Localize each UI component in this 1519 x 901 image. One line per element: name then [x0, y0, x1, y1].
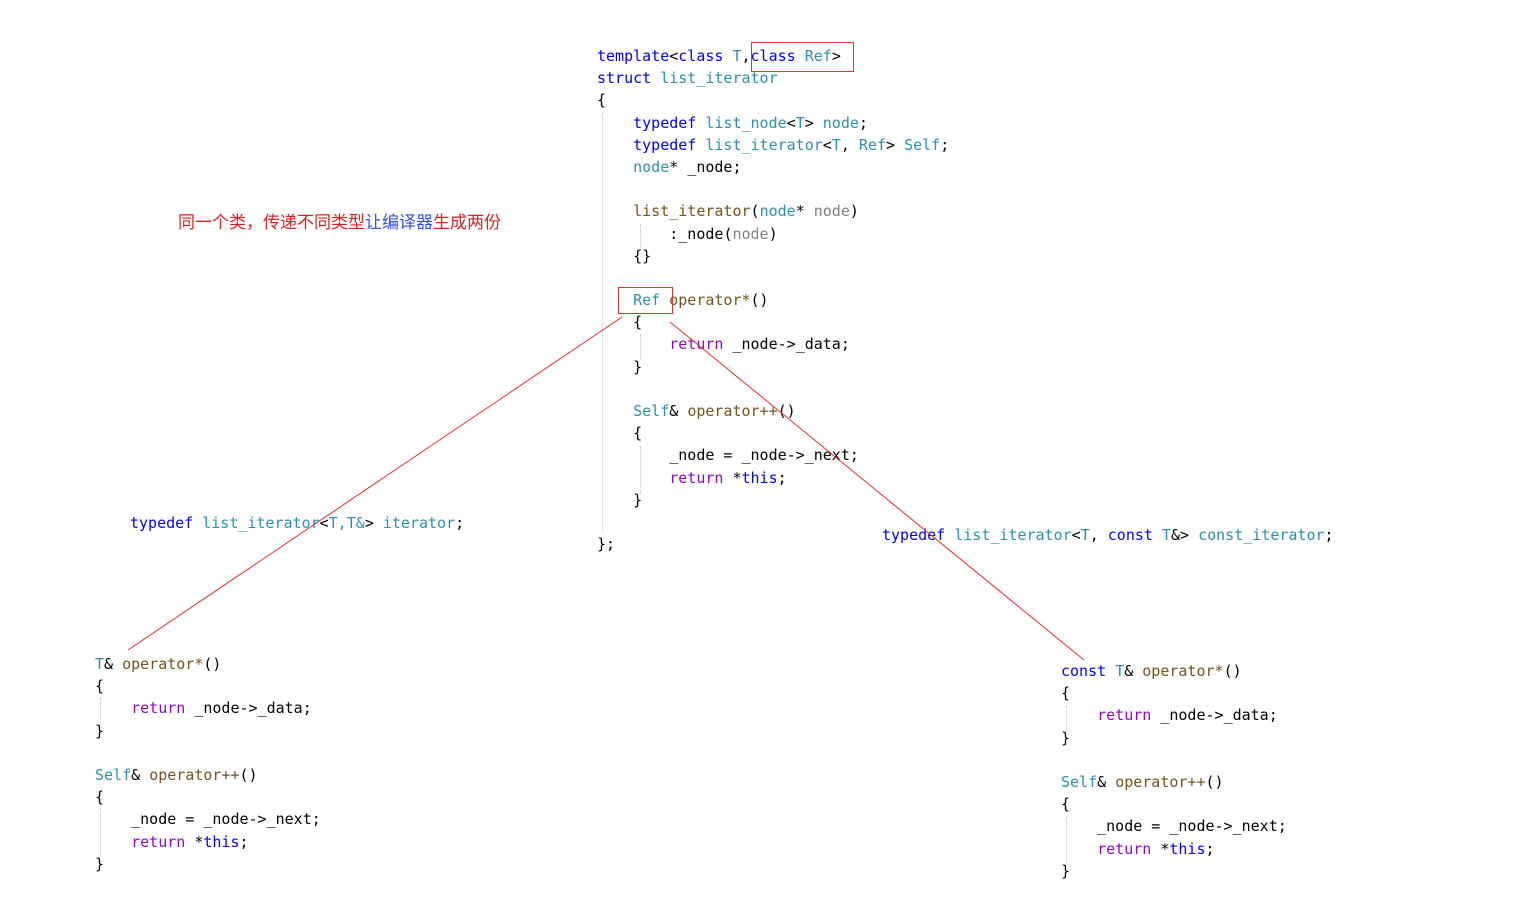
code-line: Ref operator*() — [633, 291, 769, 310]
code-line — [597, 178, 949, 200]
annotation-part-3: 生成两份 — [433, 213, 501, 233]
left-typedef: typedef list_iterator<T,T&> iterator; — [130, 512, 464, 534]
indent-guide-right-inc — [1066, 816, 1067, 864]
code-line — [1061, 749, 1287, 771]
connector-line-left — [127, 316, 623, 651]
code-line: { — [1061, 795, 1071, 814]
indent-guide-right-star — [1066, 706, 1067, 732]
code-line: { — [597, 424, 643, 443]
code-line: } — [1061, 728, 1071, 747]
code-line — [95, 742, 321, 764]
code-line: typedef list_node<T> node; — [633, 113, 868, 132]
code-line: typedef list_iterator<T,T&> iterator; — [130, 514, 465, 532]
code-line: _node = _node->_next; — [669, 446, 859, 465]
code-line: { — [597, 313, 643, 332]
code-line: list_iterator(node* node) — [633, 202, 859, 221]
code-line: typedef list_iterator<T, const T&> const… — [882, 526, 1334, 544]
highlight-box-class-ref — [751, 42, 854, 72]
code-line: T& operator*() — [95, 655, 222, 673]
code-line: } — [597, 357, 643, 376]
code-line: } — [1061, 861, 1071, 880]
annotation-part-1: 同一个类，传递不同类型 — [178, 213, 365, 233]
code-line: { — [1061, 684, 1071, 703]
indent-guide-op-inc — [640, 446, 641, 494]
code-line: template<class T,class Ref> — [597, 47, 841, 65]
code-line: return _node->_data; — [131, 699, 312, 718]
left-expanded-code: T& operator*() { return _node->_data;} Se… — [95, 653, 321, 875]
indent-guide-left-star — [100, 698, 101, 724]
code-line: node* _node; — [633, 157, 742, 176]
code-line: Self& operator++() — [1061, 772, 1224, 791]
code-line: Self& operator++() — [633, 402, 796, 420]
code-line — [597, 378, 949, 400]
annotation-text: 同一个类，传递不同类型让编译器生成两份 — [178, 208, 501, 233]
code-line: _node = _node->_next; — [131, 810, 321, 829]
code-line: _node = _node->_next; — [1097, 817, 1287, 836]
code-line: { — [597, 91, 607, 110]
code-line: return _node->_data; — [1097, 706, 1278, 725]
highlight-box-ref-return — [618, 287, 673, 314]
code-line: } — [597, 490, 643, 509]
code-line: return *this; — [1097, 839, 1215, 858]
indent-guide-left-inc — [100, 808, 101, 856]
right-typedef: typedef list_iterator<T, const T&> const… — [882, 524, 1334, 546]
right-expanded-code: const T& operator*() { return _node->_dat… — [1061, 660, 1287, 882]
code-line: const T& operator*() — [1061, 662, 1242, 680]
code-line: } — [95, 854, 105, 873]
code-line: { — [95, 788, 105, 807]
code-line: { — [95, 677, 105, 696]
code-line: {} — [597, 246, 652, 265]
code-line: Self& operator++() — [95, 765, 258, 784]
code-line: return *this; — [131, 832, 249, 851]
code-line: } — [95, 721, 105, 740]
code-line — [597, 267, 949, 289]
code-line: typedef list_iterator<T, Ref> Self; — [633, 135, 950, 154]
code-line: :_node(node) — [597, 224, 778, 243]
indent-guide-op-star — [640, 334, 641, 360]
code-line: return *this; — [669, 468, 787, 487]
code-line: struct list_iterator — [597, 69, 778, 88]
annotation-part-2: 让编译器 — [365, 213, 433, 233]
code-line: return _node->_data; — [669, 335, 850, 354]
indent-guide-ctor — [640, 224, 641, 250]
